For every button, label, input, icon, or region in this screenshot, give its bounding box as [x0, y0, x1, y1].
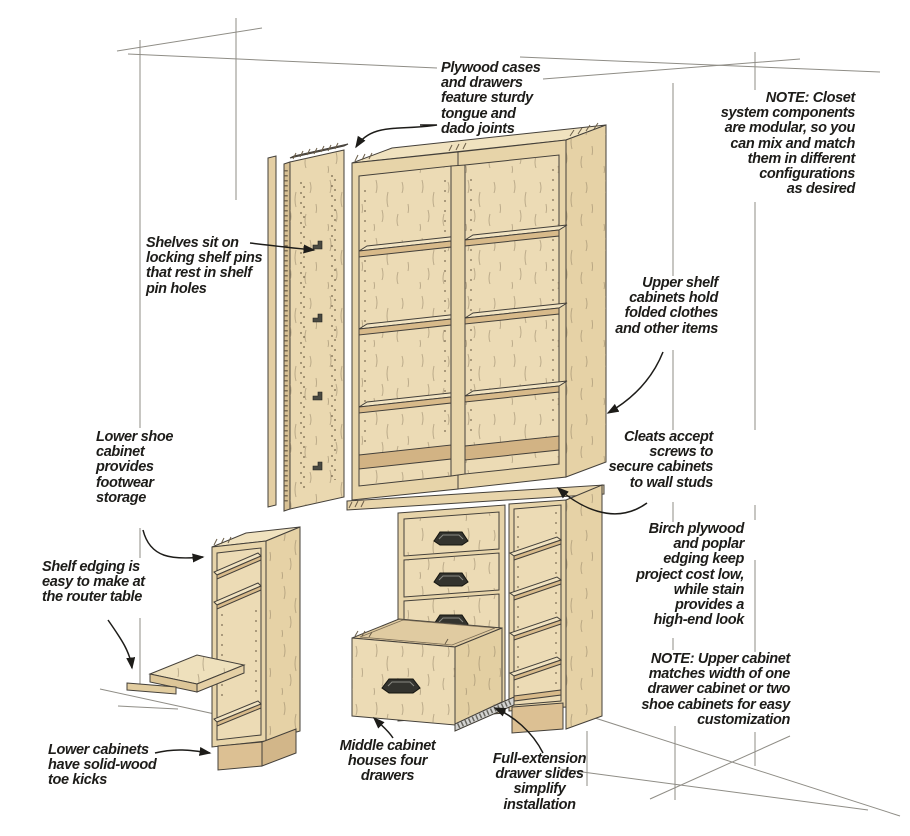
- arrow-shelf-edging: [107, 619, 136, 670]
- callout-upper-shelf: Upper shelf cabinets hold folded clothes…: [615, 275, 718, 337]
- toe-kick: [217, 741, 263, 771]
- wall-cleats: [358, 435, 560, 470]
- arrow-shelf-pins: [249, 242, 316, 254]
- callout-drawer-slides: Full-extension drawer slides simplify in…: [492, 751, 587, 813]
- exploded-shelf: [148, 654, 246, 693]
- arrow-lower-shoe: [142, 529, 205, 563]
- callout-note-modular: NOTE: Closet system components are modul…: [720, 90, 856, 198]
- tilted-shoe-shelves: [213, 552, 262, 727]
- shoe-cabinet-left: [211, 526, 301, 771]
- pulled-drawer: [351, 618, 503, 726]
- arrow-toe-kicks: [154, 746, 212, 756]
- callout-cleats: Cleats accept screws to secure cabinets …: [608, 429, 714, 491]
- arrow-drawer-slides: [493, 707, 544, 754]
- callout-materials: Birch plywood and poplar edging keep pro…: [636, 521, 744, 629]
- arrow-cleats: [556, 486, 648, 515]
- callout-middle-cabinet: Middle cabinet houses four drawers: [339, 738, 436, 785]
- toe-kick: [511, 702, 564, 734]
- edging-strip: [126, 682, 177, 695]
- callout-lower-shoe: Lower shoe cabinet provides footwear sto…: [96, 429, 174, 506]
- shoe-cabinet-right: [508, 484, 603, 734]
- interior-pin-holes: [364, 169, 554, 450]
- callout-note-width: NOTE: Upper cabinet matches width of one…: [641, 651, 790, 728]
- arrow-middle-cabinet: [372, 716, 394, 739]
- upper-cabinet: [351, 122, 607, 501]
- leader-arrows: [107, 124, 664, 756]
- arrow-plywood-joints: [355, 124, 438, 149]
- detached-side-panel: [283, 142, 349, 512]
- tilted-shoe-shelves: [508, 536, 563, 702]
- shelf-pins: [312, 240, 323, 471]
- drawer-handle: [381, 678, 421, 694]
- callout-shelf-edging: Shelf edging is easy to make at the rout…: [42, 559, 145, 606]
- arrow-upper-shelf: [606, 351, 664, 414]
- toe-kick-side: [261, 728, 297, 767]
- upper-shelves-right: [464, 224, 568, 403]
- callout-shelf-pins: Shelves sit on locking shelf pins that r…: [146, 235, 263, 297]
- callout-plywood-joints: Plywood cases and drawers feature sturdy…: [441, 60, 541, 137]
- lower-top-board: [346, 484, 605, 511]
- floor-lines: [99, 688, 901, 817]
- callout-toe-kicks: Lower cabinets have solid-wood toe kicks: [48, 742, 157, 789]
- tall-edging-strip: [267, 155, 277, 508]
- wall-lines: [116, 18, 881, 800]
- shelf-pin-holes: [300, 175, 336, 488]
